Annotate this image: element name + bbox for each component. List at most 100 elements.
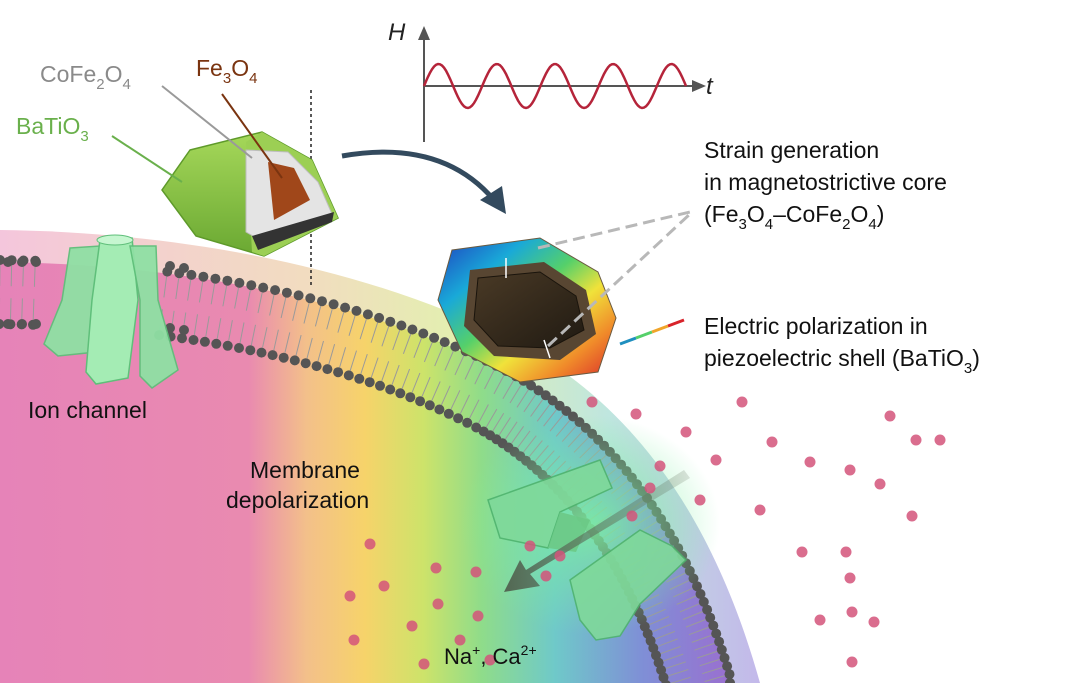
field-plot-y-arrow	[418, 26, 430, 40]
ion-dot	[364, 538, 376, 550]
ion-dot	[910, 434, 922, 446]
lipid-tail	[670, 676, 691, 683]
lipid-head	[407, 324, 418, 335]
lipid-tail	[391, 364, 400, 385]
lipid-tail	[280, 297, 287, 319]
fe3o4-label: Fe3O4	[196, 55, 257, 87]
lipid-tail	[413, 338, 422, 358]
lipid-tail	[33, 265, 36, 287]
lipid-tail	[411, 372, 421, 393]
lipid-tail	[469, 399, 480, 419]
lipid-head	[211, 338, 222, 349]
lipid-tail	[359, 318, 367, 340]
lipid-tail	[381, 326, 390, 347]
ion-dot	[554, 550, 566, 562]
lipid-head	[186, 269, 197, 280]
nanoparticle-strained	[437, 237, 617, 383]
lipid-head	[415, 396, 426, 407]
membrane-label-line1: Membrane	[250, 457, 360, 483]
ion-dot	[736, 396, 748, 408]
ion-dot	[540, 570, 552, 582]
ion-particles	[344, 396, 946, 670]
lipid-tail	[434, 346, 444, 367]
lipid-head	[245, 345, 256, 356]
lipid-tail	[694, 642, 715, 651]
lipid-tail	[370, 322, 379, 343]
lipid-head	[289, 355, 300, 366]
lipid-head	[698, 596, 709, 607]
ion-dot	[846, 656, 858, 668]
lipid-tail	[250, 324, 256, 346]
lipid-head	[462, 417, 473, 428]
ion-dot	[644, 482, 656, 494]
lipid-tail	[459, 394, 470, 415]
ion-dot	[844, 464, 856, 476]
lipid-tail	[222, 285, 228, 307]
polarization-label-line1: Electric polarization in	[704, 313, 928, 339]
lipid-head	[362, 309, 373, 320]
lipid-tail	[210, 283, 216, 305]
lipid-tail	[10, 298, 12, 320]
lipid-tail	[478, 404, 489, 424]
ion-dot	[844, 572, 856, 584]
lipid-head	[453, 413, 464, 424]
lipid-tail	[163, 276, 168, 298]
lipid-head	[471, 422, 482, 433]
lipid-head	[661, 679, 671, 683]
lipid-tail	[660, 646, 681, 655]
lipid-tail	[440, 385, 451, 406]
lipid-head	[695, 589, 706, 599]
lipid-head	[719, 652, 730, 663]
lipid-tail	[348, 315, 356, 336]
lipid-tail	[699, 658, 720, 667]
lipid-tail	[668, 669, 689, 677]
lipid-tail	[273, 329, 279, 351]
lipid-head	[364, 377, 375, 388]
lipid-tail	[702, 667, 723, 675]
ion-dot	[868, 616, 880, 628]
lipid-head	[395, 388, 406, 399]
lipid-tail	[175, 278, 180, 300]
lipid-tail	[685, 619, 706, 628]
curved-arrow	[341, 149, 496, 202]
lipid-tail	[22, 265, 24, 287]
strain-arrow-bottom	[543, 339, 551, 359]
lipid-tail	[492, 412, 505, 432]
lipid-head	[354, 373, 365, 384]
lipid-head	[0, 319, 5, 329]
lipid-head	[17, 319, 27, 329]
strain-label-line1: Strain generation	[704, 137, 879, 163]
lipid-head	[554, 400, 565, 411]
lipid-tail	[665, 661, 686, 669]
ion-dot	[846, 606, 858, 618]
lipid-tail	[326, 309, 333, 330]
lipid-head	[396, 320, 407, 331]
lipid-head	[658, 672, 669, 683]
ion-channel-label: Ion channel	[28, 397, 147, 423]
lipid-head	[714, 636, 725, 647]
ion-dot	[430, 562, 442, 574]
lipid-tail	[401, 368, 411, 389]
lipid-head	[179, 263, 189, 273]
lipid-tail	[704, 675, 725, 683]
ion-dot	[626, 510, 638, 522]
lipid-head	[547, 395, 558, 406]
lipid-head	[333, 367, 344, 378]
lipid-head	[293, 290, 304, 301]
sine-wave	[422, 62, 688, 110]
lipid-tail	[502, 380, 514, 399]
lipid-head	[725, 678, 735, 683]
lipid-head	[526, 380, 537, 391]
cofe2o4-label: CoFe2O4	[40, 61, 131, 93]
lipid-head	[405, 392, 416, 403]
lipid-head	[246, 280, 257, 291]
lipid-head	[311, 361, 322, 372]
lipid-head	[210, 273, 221, 284]
ion-dot	[470, 566, 482, 578]
lipid-head	[31, 257, 41, 267]
lipid-tail	[228, 320, 233, 341]
ion-channel-left	[43, 234, 179, 389]
lipid-head	[340, 302, 351, 313]
lipid-head	[179, 325, 189, 335]
lipid-head	[424, 400, 435, 411]
